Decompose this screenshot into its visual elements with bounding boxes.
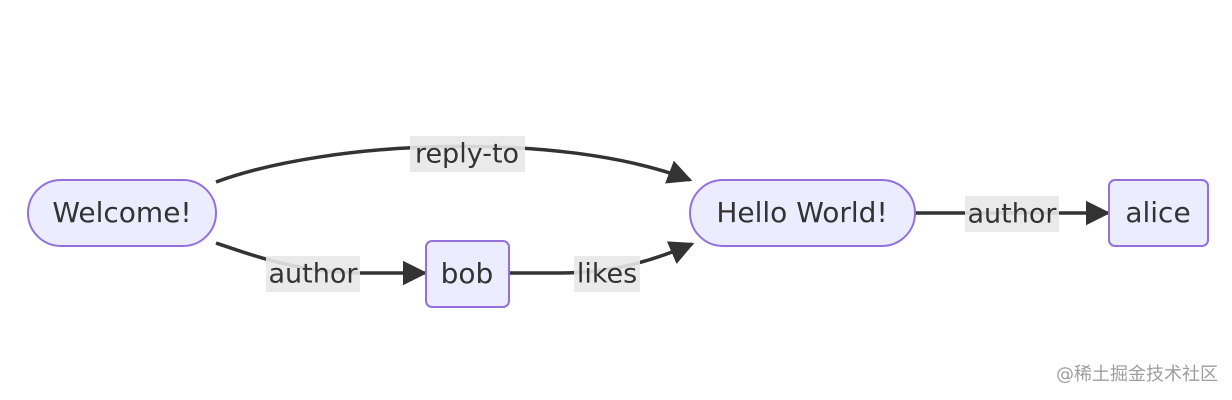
node-alice-label: alice bbox=[1125, 196, 1190, 229]
watermark: @稀土掘金技术社区 bbox=[1056, 364, 1218, 385]
node-bob-label: bob bbox=[441, 257, 494, 290]
edge-label-hello-author: author bbox=[965, 196, 1059, 232]
edge-label-reply-to-text: reply-to bbox=[415, 139, 519, 170]
node-welcome-label: Welcome! bbox=[52, 196, 191, 229]
edge-label-welcome-author: author bbox=[266, 256, 360, 292]
node-alice[interactable]: alice bbox=[1108, 179, 1209, 247]
edge-label-reply-to: reply-to bbox=[410, 136, 525, 172]
node-welcome[interactable]: Welcome! bbox=[27, 179, 217, 247]
node-bob[interactable]: bob bbox=[425, 240, 510, 308]
edge-label-hello-author-text: author bbox=[968, 199, 1058, 230]
edge-label-likes-text: likes bbox=[577, 259, 637, 290]
node-hello-world[interactable]: Hello World! bbox=[689, 179, 916, 247]
node-hello-world-label: Hello World! bbox=[716, 196, 887, 229]
edge-label-likes: likes bbox=[574, 256, 640, 292]
edge-label-welcome-author-text: author bbox=[269, 259, 359, 290]
